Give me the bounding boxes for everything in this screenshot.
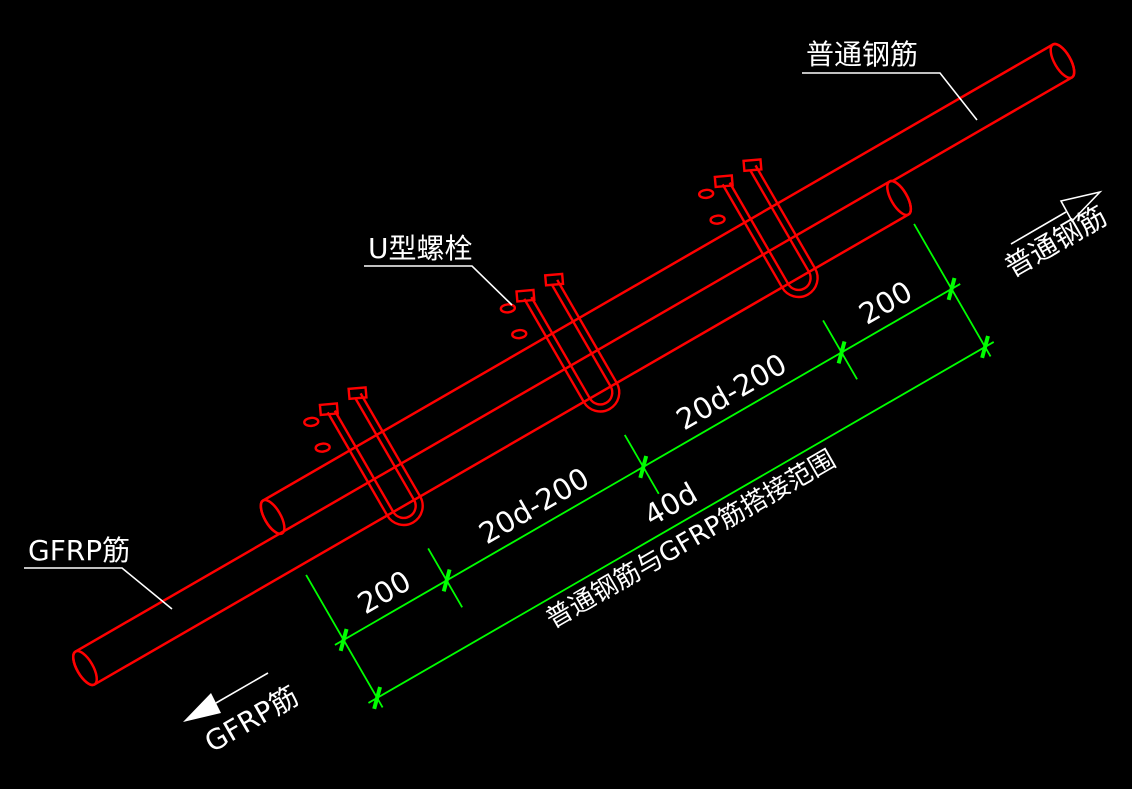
leader-line-u-bolt <box>364 265 513 306</box>
leader-lines-group <box>24 72 1067 704</box>
direction-arrow-tail-top <box>1010 211 1067 245</box>
dimension-group <box>305 223 995 710</box>
iso-group: 200 20d-200 20d-200 200 40d 普通钢筋与GFRP筋搭接… <box>71 42 1076 710</box>
dimension-line-overall <box>368 341 995 704</box>
gfrp-rebar-left-end-ellipse <box>71 649 99 687</box>
rebar-group <box>71 42 1076 687</box>
direction-arrowhead-gfrp-icon <box>183 693 221 722</box>
steel-rebar-right-end-ellipse <box>1049 42 1076 80</box>
label-ordinary-rebar: 普通钢筋 <box>806 38 918 71</box>
label-gfrp-rebar: GFRP筋 <box>28 534 130 567</box>
direction-arrow-tail-bottom <box>215 672 269 704</box>
steel-rebar-left-end-ellipse <box>259 498 286 536</box>
direction-arrowhead-ordinary-icon <box>1059 190 1103 223</box>
dimension-chain-lines <box>334 283 995 704</box>
leader-line-ordinary-rebar <box>802 72 978 121</box>
leader-line-gfrp <box>24 567 173 610</box>
dimension-ticks <box>338 277 990 710</box>
gfrp-rebar-right-end-ellipse <box>886 179 913 217</box>
label-u-bolt: U型螺栓 <box>368 232 473 265</box>
dimension-line-segments <box>334 283 961 646</box>
